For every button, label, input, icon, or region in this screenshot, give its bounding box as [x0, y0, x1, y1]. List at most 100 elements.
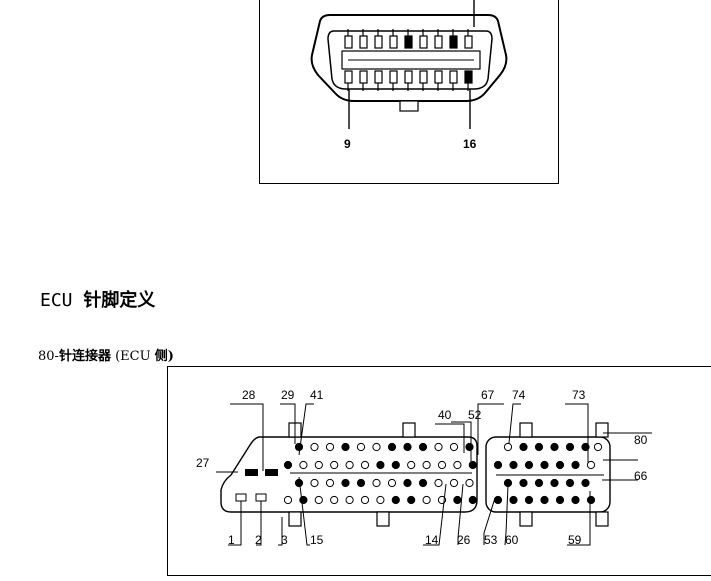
ecu-pin-row-15-26 — [310, 478, 319, 488]
ecu-pin-row-67-73 — [493, 460, 503, 470]
ecu-pin-row-3-14 — [283, 495, 293, 505]
section-title: ECU 针脚定义 — [40, 286, 155, 312]
ecu-pin-row-41-52 — [310, 442, 319, 452]
ecu-label-3: 3 — [281, 533, 288, 547]
ecu-label-40: 40 — [438, 408, 452, 422]
ecu-pin-row-15-26 — [341, 478, 350, 488]
ecu-label-15: 15 — [310, 533, 324, 547]
obd-connector-diagram: 9 16 — [310, 0, 508, 151]
obd-bottom-pin — [374, 70, 383, 84]
ecu-label-29: 29 — [281, 388, 295, 402]
ecu-pin-row-67-73 — [540, 460, 549, 470]
ecu-pin-row-74-80 — [519, 442, 528, 452]
ecu-connector-frame: 28 29 41 40 52 27 67 74 73 80 66 1 2 3 1… — [167, 366, 711, 576]
obd-bottom-pin — [389, 70, 398, 84]
obd-bottom-pin — [404, 70, 413, 84]
section-title-suffix: 针脚定义 — [83, 290, 156, 311]
ecu-connector-diagram: 28 29 41 40 52 27 67 74 73 80 66 1 2 3 1… — [196, 388, 652, 547]
ecu-pin-row-41-52 — [341, 442, 350, 452]
ecu-pin-row-41-52 — [434, 442, 443, 452]
ecu-pin-row-28-40 — [391, 460, 400, 470]
ecu-label-66: 66 — [634, 469, 648, 483]
ecu-pin-row-28-40 — [314, 460, 323, 470]
ecu-pin-row-60-66 — [534, 478, 544, 488]
ecu-pin-row-3-14 — [407, 495, 416, 505]
ecu-pin-row-28-40 — [283, 460, 293, 470]
ecu-pin-row-60-66 — [519, 478, 528, 488]
subtitle-paren: (ECU — [115, 349, 151, 364]
ecu-pin-row-28-40 — [437, 460, 447, 470]
ecu-pin-row-3-14 — [314, 495, 323, 505]
obd-top-pin — [449, 35, 458, 49]
ecu-pin-row-74-80 — [565, 442, 575, 452]
obd-top-pin — [404, 35, 413, 49]
ecu-label-1: 1 — [228, 533, 235, 547]
ecu-pin-row-3-14 — [299, 495, 308, 505]
obd-bottom-pin — [359, 70, 368, 84]
ecu-pin-row-15-26 — [449, 478, 459, 488]
ecu-label-52: 52 — [468, 408, 482, 422]
ecu-pin-row-53-59 — [540, 495, 549, 505]
ecu-pin-row-15-26 — [465, 478, 474, 488]
ecu-label-28: 28 — [242, 388, 256, 402]
ecu-pin-row-15-26 — [356, 478, 366, 488]
ecu-pin-row-67-73 — [524, 460, 534, 470]
ecu-label-53: 53 — [484, 533, 498, 547]
ecu-pin-row-15-26 — [387, 478, 397, 488]
ecu-pin-row-41-52 — [465, 442, 474, 452]
ecu-label-26: 26 — [457, 533, 471, 547]
subtitle-side: 侧) — [154, 349, 174, 364]
ecu-pin-row-41-52 — [294, 442, 304, 452]
ecu-pin-row-53-59 — [524, 495, 534, 505]
ecu-pin-row-53-59 — [509, 495, 518, 505]
ecu-label-27: 27 — [196, 456, 210, 470]
ecu-pin-row-53-59 — [555, 495, 565, 505]
ecu-pin-row-53-59 — [571, 495, 580, 505]
ecu-pin-row-3-14 — [376, 495, 385, 505]
ecu-pin-row-15-26 — [418, 478, 428, 488]
obd-figure-frame: 9 16 — [259, 0, 559, 184]
ecu-label-73: 73 — [572, 388, 586, 402]
ecu-pin-row-67-73 — [586, 460, 596, 470]
ecu-label-74: 74 — [512, 388, 526, 402]
ecu-pin-row-15-26 — [434, 478, 443, 488]
ecu-pin-row-28-40 — [468, 460, 477, 470]
ecu-pin-row-28-40 — [407, 460, 416, 470]
ecu-pin-80 — [593, 442, 603, 452]
ecu-pin-row-67-73 — [555, 460, 565, 470]
obd-top-pin — [344, 35, 353, 49]
ecu-pin-row-74-80 — [503, 442, 513, 452]
subtitle-prefix: 80- — [38, 349, 59, 364]
ecu-label-2: 2 — [255, 533, 262, 547]
obd-pin-16-label: 16 — [463, 137, 477, 151]
ecu-label-67: 67 — [481, 388, 495, 402]
obd-bottom-pin — [464, 70, 473, 84]
ecu-pin-row-74-80 — [581, 442, 590, 452]
ecu-pin-row-3-14 — [330, 495, 339, 505]
obd-bottom-pin — [449, 70, 458, 84]
obd-bottom-pin — [419, 70, 428, 84]
ecu-pin-row-3-14 — [345, 495, 354, 505]
obd-top-pin — [419, 35, 428, 49]
ecu-pin-row-28-40 — [299, 460, 308, 470]
obd-top-pin — [464, 35, 473, 49]
ecu-pin-row-41-52 — [418, 442, 428, 452]
ecu-pin-row-3-14 — [391, 495, 400, 505]
section-title-prefix: ECU — [40, 290, 73, 311]
ecu-pin-row-67-73 — [571, 460, 580, 470]
ecu-pin-row-74-80 — [550, 442, 559, 452]
ecu-pin-row-53-59 — [586, 495, 596, 505]
obd-top-pin — [359, 35, 368, 49]
ecu-pin-row-15-26 — [403, 478, 412, 488]
ecu-pin-row-28-40 — [422, 460, 431, 470]
ecu-pin-row-3-14 — [468, 495, 477, 505]
obd-bottom-pin — [344, 70, 353, 84]
ecu-pin-row-60-66 — [550, 478, 559, 488]
obd-top-pin — [389, 35, 398, 49]
ecu-label-80: 80 — [634, 433, 648, 447]
ecu-pin-row-3-14 — [360, 495, 370, 505]
ecu-pin-row-53-59 — [493, 495, 503, 505]
ecu-pin-row-41-52 — [387, 442, 397, 452]
connector-subtitle: 80-针连接器 (ECU 侧) — [38, 345, 174, 364]
ecu-pin-row-28-40 — [330, 460, 339, 470]
